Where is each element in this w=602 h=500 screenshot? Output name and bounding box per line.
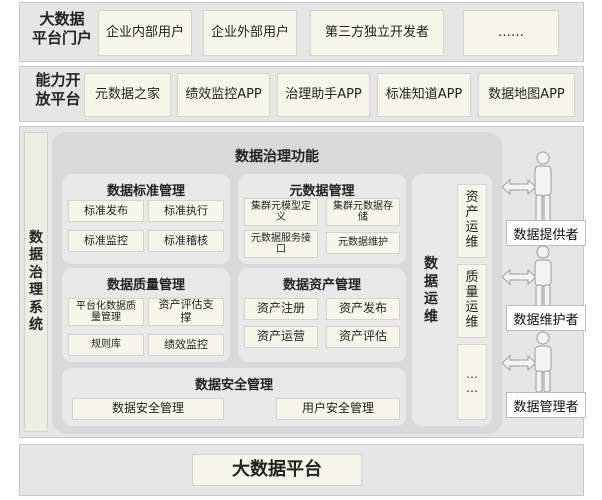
- app-metadata-home[interactable]: 元数据之家: [84, 73, 171, 117]
- asset-operation[interactable]: 资产运营: [244, 326, 318, 348]
- asset-evaluation-support[interactable]: 资产评估支撑: [148, 298, 224, 326]
- app-standard-know[interactable]: 标准知道APP: [377, 73, 471, 117]
- data-ops-title: 数 据 运 维: [424, 256, 438, 325]
- asset-management-title: 数据资产管理: [282, 278, 361, 293]
- metadata-service-interface[interactable]: 元数据服务接口: [244, 230, 318, 258]
- big-data-platform-title: 大数据平台: [192, 454, 362, 486]
- app-governance-assistant[interactable]: 治理助手APP: [277, 73, 370, 117]
- quality-management-title: 数据质量管理: [106, 278, 185, 293]
- portal-band: 大数据 平台门户 企业内部用户 企业外部用户 第三方独立开发者 ……: [19, 2, 584, 62]
- quality-performance-monitor[interactable]: 绩效监控: [148, 334, 224, 356]
- standard-monitor[interactable]: 标准监控: [68, 230, 144, 252]
- person-icon: [534, 245, 552, 307]
- asset-ops[interactable]: 资 产 运 维: [457, 184, 487, 258]
- double-arrow-icon: [502, 178, 536, 196]
- standard-management-title: 数据标准管理: [106, 184, 185, 199]
- double-arrow-icon: [502, 354, 536, 372]
- app-performance-monitor[interactable]: 绩效监控APP: [177, 73, 270, 117]
- role-data-manager[interactable]: 数据管理者: [506, 392, 586, 418]
- open-platform-band: 能力开 放平台 元数据之家 绩效监控APP 治理助手APP 标准知道APP 数据…: [19, 66, 584, 122]
- data-security-management[interactable]: 数据安全管理: [72, 398, 224, 420]
- portal-item-internal-users[interactable]: 企业内部用户: [98, 10, 192, 56]
- portal-title: 大数据 平台门户: [32, 10, 93, 47]
- role-data-provider[interactable]: 数据提供者: [506, 220, 586, 246]
- standard-execute[interactable]: 标准执行: [148, 200, 224, 222]
- standard-publish[interactable]: 标准发布: [68, 200, 144, 222]
- role-data-maintainer[interactable]: 数据维护者: [506, 305, 586, 331]
- person-icon: [534, 151, 552, 223]
- governance-system-title: 数 据 治 理 系 统: [24, 132, 48, 432]
- asset-evaluation[interactable]: 资产评估: [326, 326, 400, 348]
- user-security-management[interactable]: 用户安全管理: [276, 398, 400, 420]
- portal-item-more[interactable]: ……: [463, 10, 559, 56]
- app-data-map[interactable]: 数据地图APP: [478, 73, 575, 117]
- asset-publish[interactable]: 资产发布: [326, 298, 400, 320]
- metadata-maintenance[interactable]: 元数据维护: [326, 232, 400, 254]
- metadata-model-definition[interactable]: 集群元模型定义: [244, 198, 318, 226]
- standard-audit[interactable]: 标准稽核: [148, 230, 224, 252]
- double-arrow-icon: [502, 268, 536, 286]
- platform-quality-management[interactable]: 平台化数据质量管理: [68, 298, 144, 326]
- open-platform-title: 能力开 放平台: [35, 71, 81, 108]
- metadata-management-title: 元数据管理: [289, 184, 355, 199]
- rule-library[interactable]: 规则库: [68, 334, 144, 356]
- governance-functions-title: 数据治理功能: [235, 149, 319, 165]
- more-ops[interactable]: … …: [457, 344, 487, 420]
- security-management-title: 数据安全管理: [194, 378, 273, 393]
- person-icon: [534, 331, 552, 393]
- portal-item-external-users[interactable]: 企业外部用户: [203, 10, 297, 56]
- portal-item-third-party-developers[interactable]: 第三方独立开发者: [310, 10, 444, 56]
- quality-ops[interactable]: 质 量 运 维: [457, 264, 487, 338]
- asset-register[interactable]: 资产注册: [244, 298, 318, 320]
- metadata-storage[interactable]: 集群元数据存储: [326, 198, 400, 226]
